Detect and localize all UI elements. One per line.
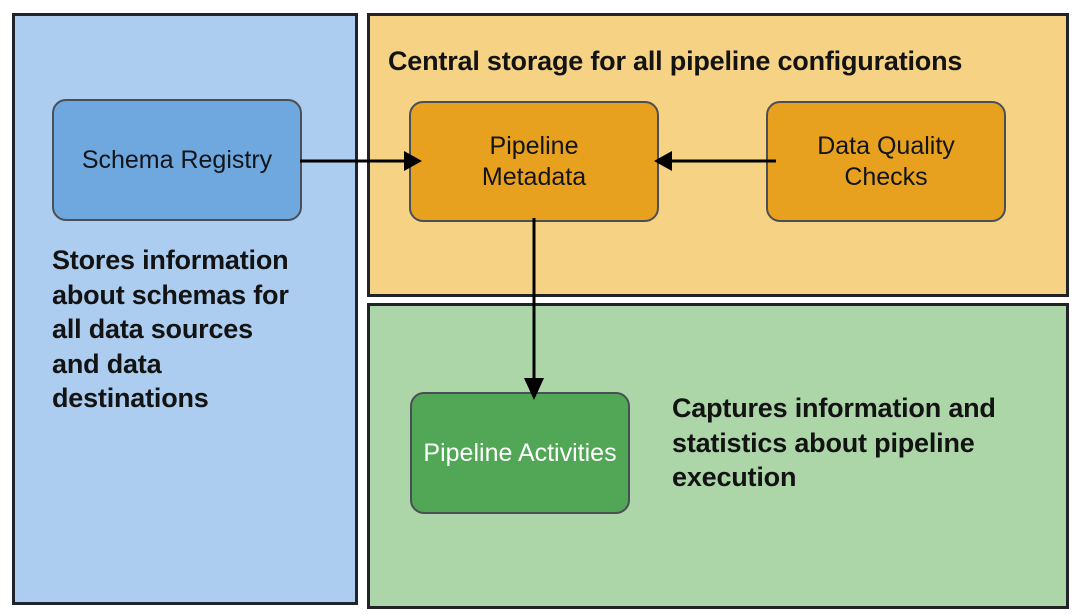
node-schema-registry[interactable]: Schema Registry — [52, 99, 302, 221]
node-data-quality-checks-label: Data Quality Checks — [817, 132, 955, 191]
node-data-quality-checks[interactable]: Data Quality Checks — [766, 101, 1006, 222]
arrow-pipeline-metadata-to-pipeline-activities — [524, 218, 544, 400]
caption-pipeline-activities: Captures information and statistics abou… — [672, 393, 996, 493]
node-pipeline-activities-label: Pipeline Activities — [423, 438, 617, 467]
node-pipeline-metadata-label: Pipeline Metadata — [481, 132, 587, 191]
caption-schema-registry: Stores information about schemas for all… — [52, 245, 289, 414]
node-pipeline-activities[interactable]: Pipeline Activities — [410, 392, 630, 514]
node-schema-registry-label: Schema Registry — [81, 145, 273, 174]
arrow-data-quality-checks-to-pipeline-metadata — [654, 151, 776, 171]
arrow-schema-registry-to-pipeline-metadata — [300, 151, 422, 171]
node-pipeline-metadata[interactable]: Pipeline Metadata — [409, 101, 659, 222]
caption-central-storage: Central storage for all pipeline configu… — [388, 46, 963, 76]
